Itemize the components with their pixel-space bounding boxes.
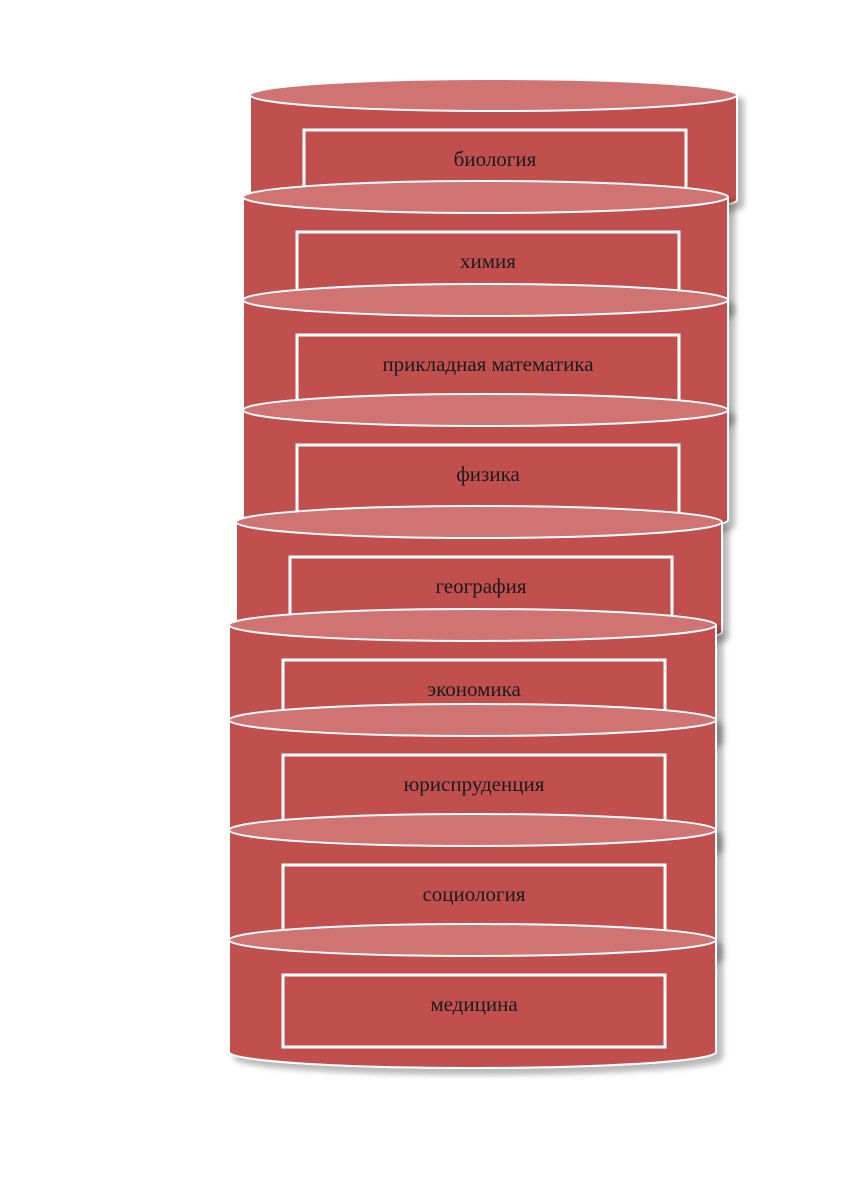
cylinder-label-box xyxy=(281,973,667,1049)
cylinder-label: химия xyxy=(460,249,516,273)
cylinder-top xyxy=(249,78,738,112)
cylinder-label: физика xyxy=(456,462,520,486)
cylinder-top xyxy=(242,393,729,427)
cylinder-label: прикладная математика xyxy=(382,352,594,376)
cylinder-top xyxy=(228,813,717,847)
cylinder-top xyxy=(235,505,723,539)
cylinder-label: юриспруденция xyxy=(404,772,545,796)
cylinder: физика xyxy=(242,393,729,537)
cylinder-top xyxy=(228,923,717,957)
cylinder-label: медицина xyxy=(430,992,518,1016)
cylinder-top xyxy=(228,608,717,642)
cylinder-top xyxy=(242,283,729,317)
cylinder: медицина xyxy=(228,923,717,1069)
cylinder-top xyxy=(228,703,717,737)
cylinder-label-box xyxy=(281,753,667,829)
cylinder-label: экономика xyxy=(427,677,521,701)
cylinder-label: география xyxy=(435,574,526,598)
cylinder-label: биология xyxy=(454,147,537,171)
cylinder-label: социология xyxy=(422,882,525,906)
cylinder-top xyxy=(242,180,729,214)
cylinder-label-box xyxy=(295,443,681,519)
